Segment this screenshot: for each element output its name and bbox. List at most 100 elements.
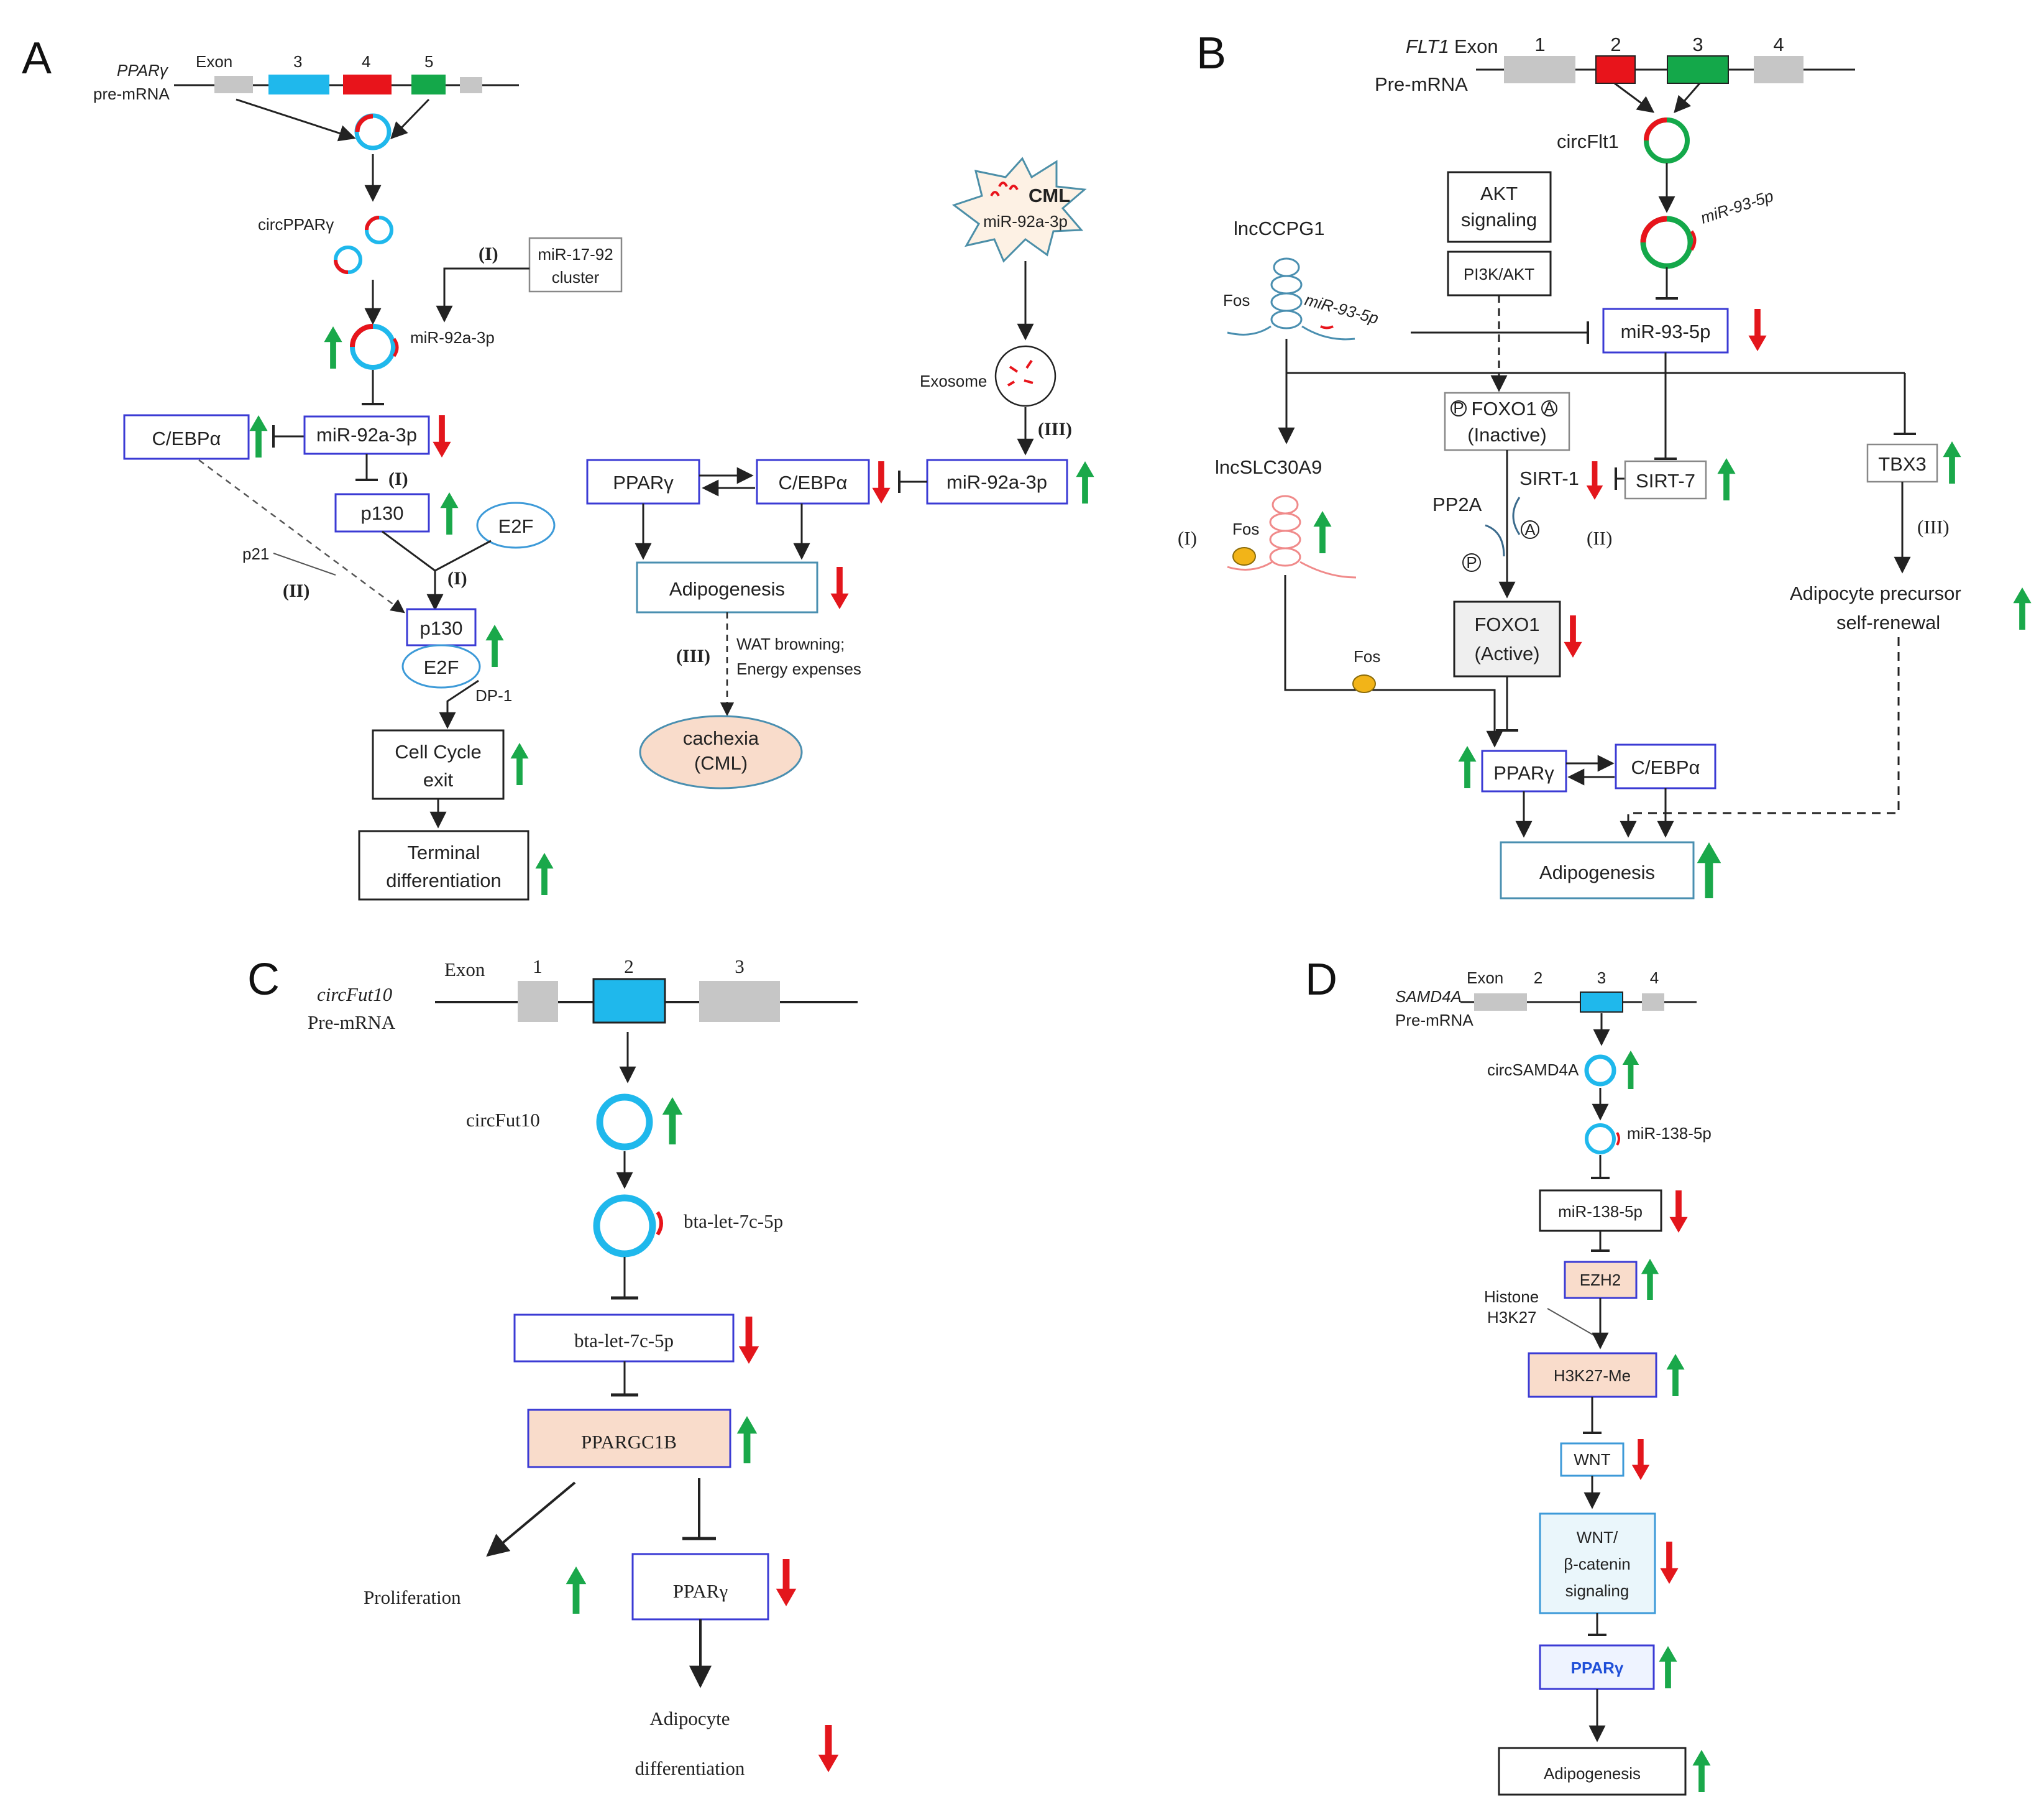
foxo1-active-box (1453, 600, 1561, 678)
p130-top-label: p130 (361, 502, 404, 524)
adipocyte-precursor-label-1: Adipocyte precursor (1790, 582, 1961, 604)
e2f-bottom-ellipse (401, 644, 481, 689)
panel-d: D SAMD4A Pre-mRNA Exon 2 3 4 circSAMD4A … (1305, 955, 1712, 1796)
ezh2-up-arrow (1641, 1259, 1659, 1300)
adipocyte-precursor-label-2: self-renewal (1836, 612, 1940, 633)
b-roman-ii: (II) (1587, 527, 1612, 549)
flt1-exon-num-4: 4 (1773, 34, 1784, 55)
flt1-exon-num-1: 1 (1534, 34, 1545, 55)
roman-i-top: (I) (479, 244, 498, 264)
c-mir-down-arrow (738, 1317, 759, 1364)
circflt1-mir-label: miR-93-5p (1698, 186, 1776, 228)
pparg-gene-label: PPARγ (117, 61, 169, 80)
flt1-gene-label: FLT1 (1406, 35, 1449, 57)
circfut10-exon-label: Exon (444, 959, 485, 980)
p130-top-up-arrow (440, 492, 459, 535)
mir-17-92-label: miR-17-92 (538, 245, 613, 264)
circ-pparg-label: circPPARγ (258, 215, 334, 234)
pparg-premrna-label: pre-mRNA (93, 85, 170, 103)
samd4a-exon-2 (1474, 993, 1527, 1011)
samd4a-exon-label: Exon (1467, 968, 1503, 987)
p21-label: p21 (242, 545, 269, 563)
lncccpg1-label: lncCCPG1 (1234, 218, 1324, 239)
roman-i-e2f: (I) (447, 568, 467, 589)
terminal-label-1: Terminal (407, 842, 480, 863)
circfut10-gene-label: circFut10 (317, 983, 393, 1005)
exon-2 (214, 76, 253, 93)
flt1-exon-num-2: 2 (1610, 34, 1621, 55)
lnc-fos-label: Fos (1223, 291, 1250, 310)
adipocyte-precursor-up-arrow (2013, 587, 2032, 630)
mir-cluster-label: cluster (552, 268, 600, 287)
fut10-exon-num-3: 3 (735, 955, 745, 977)
path-fos-icon (1352, 674, 1376, 693)
right-adipogenesis-label: Adipogenesis (669, 578, 785, 600)
right-pparg-label: PPARγ (613, 472, 674, 494)
right-adipogenesis-box (636, 561, 818, 614)
foxo1-inactive-label-2: (Inactive) (1467, 424, 1546, 446)
b-pparg-box (1481, 750, 1567, 793)
terminal-differentiation-box (358, 830, 529, 901)
foxo1-inactive-box (1444, 392, 1570, 451)
pp2a-a-mark: A (1524, 520, 1536, 539)
right-mir-92a-3p-label: miR-92a-3p (946, 471, 1047, 493)
terminal-up-arrow (535, 853, 554, 895)
foxo1-active-label-2: (Active) (1474, 643, 1539, 665)
cell-cycle-up-arrow (510, 743, 529, 785)
fut10-exon-3 (699, 981, 780, 1022)
cebpa-up-arrow (249, 415, 268, 458)
mir-92a-3p-box (303, 415, 430, 455)
fut10-exon-num-1: 1 (533, 955, 543, 977)
histone-label-2: H3K27 (1487, 1308, 1537, 1327)
cell-cycle-exit-box (372, 729, 505, 800)
p130-bottom-box (406, 608, 477, 646)
foxo1-inactive-label-1: FOXO1 (1471, 398, 1536, 420)
ppargc1b-box (527, 1409, 731, 1468)
roman-ii: (II) (283, 581, 309, 601)
cml-label: CML (1029, 185, 1070, 206)
wnt-signaling-label-2: β-catenin (1564, 1555, 1630, 1573)
c-pparg-down-arrow (776, 1559, 797, 1606)
b-roman-iii: (III) (1917, 516, 1950, 538)
d-pparg-up-arrow (1659, 1646, 1677, 1688)
wnt-signaling-box (1539, 1512, 1656, 1614)
cell-cycle-label-2: exit (423, 769, 454, 791)
cml-mir-label: miR-92a-3p (983, 212, 1068, 231)
d-mir-down-arrow (1669, 1190, 1688, 1233)
c-adipocyte-label-2: differentiation (635, 1757, 745, 1779)
h3k27me-label: H3K27-Me (1554, 1366, 1631, 1385)
circ-pparg-up-arrow (324, 326, 342, 369)
samd4a-exon-4 (1642, 993, 1664, 1011)
fut10-exon-2 (592, 978, 666, 1024)
panel-c: C circFut10 Pre-mRNA Exon 1 2 3 circFut1… (247, 955, 858, 1779)
samd4a-exon-num-4: 4 (1650, 968, 1659, 987)
b-adipogenesis-label: Adipogenesis (1539, 862, 1655, 883)
cebpa-label: C/EBPα (152, 428, 221, 449)
lncslc-fos-icon (1232, 547, 1256, 566)
d-pparg-label: PPARγ (1571, 1658, 1624, 1677)
lncccpg1-hairpin-icon (1227, 257, 1355, 341)
circfut10-mir-label: bta-let-7c-5p (684, 1210, 783, 1232)
cell-cycle-label-1: Cell Cycle (395, 741, 482, 763)
b-adipogenesis-box (1500, 841, 1695, 899)
akt-label-1: AKT (1480, 183, 1518, 205)
foxo1-active-label-1: FOXO1 (1474, 614, 1539, 635)
flt1-exon-num-3: 3 (1692, 34, 1703, 55)
flt1-exon-label: Exon (1454, 35, 1498, 57)
proliferation-label: Proliferation (364, 1586, 461, 1608)
d-mir-box (1539, 1189, 1662, 1232)
pp2a-p-mark: P (1466, 553, 1477, 572)
histone-label-1: Histone (1484, 1287, 1539, 1306)
flt1-exon-4 (1754, 56, 1803, 83)
akt-label-2: signaling (1461, 209, 1537, 231)
mir-92a-3p-down-arrow (433, 415, 451, 458)
foxo1-a-mark: A (1544, 398, 1555, 417)
terminal-label-2: differentiation (386, 870, 502, 891)
exon-num-4: 4 (362, 52, 370, 71)
wnt-signaling-down-arrow (1660, 1542, 1679, 1584)
circsamd4a-sponge-icon (1585, 1123, 1616, 1154)
circfut10-label: circFut10 (466, 1109, 540, 1131)
roman-iii-exosome: (III) (1038, 419, 1072, 439)
energy-expenses-label: Energy expenses (736, 660, 861, 678)
sirt7-box (1624, 460, 1707, 500)
